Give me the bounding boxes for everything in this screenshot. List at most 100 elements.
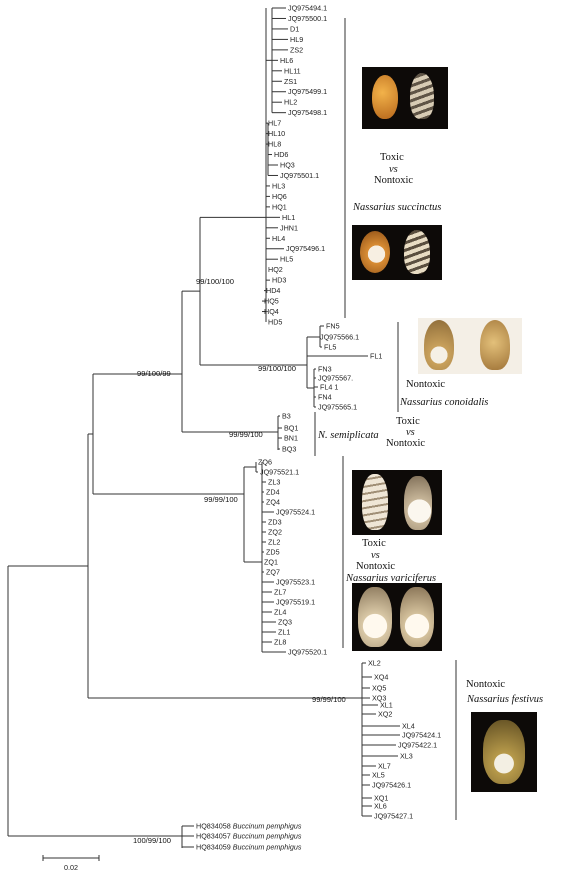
leaf-label: ZS2 <box>290 45 303 54</box>
outgroup-leaf-label: HQ834057 Buccinum pemphigus <box>196 832 302 841</box>
leaf-label: ZL1 <box>278 628 290 637</box>
leaf-label: ZQ7 <box>266 568 280 577</box>
leaf-label: BQ1 <box>284 424 298 433</box>
variciferus-shell-dorsal-icon <box>362 474 388 530</box>
leaf-label: HL10 <box>268 129 285 138</box>
variciferus-species: Nassarius variciferus <box>345 573 436 584</box>
variciferus-label-toxic: Toxic <box>362 538 386 549</box>
leaf-label: JQ975565.1 <box>318 403 357 412</box>
leaf-label: HD3 <box>272 276 286 285</box>
leaf-label: ZL3 <box>268 478 280 487</box>
bootstrap-variciferus: 99/99/100 <box>204 495 238 504</box>
leaf-label: XL2 <box>368 659 381 668</box>
leaf-label: BN1 <box>284 434 298 443</box>
outgroup-species-name: Buccinum pemphigus <box>233 832 302 841</box>
leaf-label: JQ975426.1 <box>372 781 411 790</box>
banded-shell-icon <box>410 73 434 119</box>
orange-shell-icon <box>372 75 398 119</box>
leaf-label: JQ975524.1 <box>276 508 315 517</box>
leaf-label: JQ975521.1 <box>260 468 299 477</box>
leaf-label: XL1 <box>380 701 393 710</box>
bootstrap-ingroup: 99/100/99 <box>137 369 171 378</box>
variciferus-label-vs: vs <box>371 550 380 561</box>
leaf-label: HQ5 <box>264 297 279 306</box>
bootstrap-succinctus: 99/100/100 <box>196 277 234 286</box>
leaf-label: FL5 <box>324 343 336 352</box>
leaf-label: JQ975498.1 <box>288 108 327 117</box>
leaf-label: XQ2 <box>378 710 392 719</box>
variciferus-large-shell-2-icon <box>400 587 434 647</box>
leaf-label: ZQ2 <box>268 528 282 537</box>
leaf-label: B3 <box>282 412 291 421</box>
bootstrap-festivus: 99/99/100 <box>312 695 346 704</box>
leaf-label: HD4 <box>266 286 280 295</box>
leaf-label: JQ975422.1 <box>398 741 437 750</box>
semiplicata-label-toxic: Toxic <box>396 416 420 427</box>
leaf-label: HL8 <box>268 140 281 149</box>
bootstrap-semiplicata: 99/99/100 <box>229 430 263 439</box>
leaf-label: XQ4 <box>374 673 388 682</box>
outgroup-leaf-label: HQ834059 Buccinum pemphigus <box>196 843 302 852</box>
leaf-label: XL7 <box>378 762 391 771</box>
leaf-label: XQ3 <box>372 694 386 703</box>
leaf-label: ZL4 <box>274 608 286 617</box>
leaf-label: ZQ6 <box>258 458 272 467</box>
festivus-species: Nassarius festivus <box>466 694 543 705</box>
leaf-label: FN5 <box>326 322 340 331</box>
leaf-label: ZD5 <box>266 548 280 557</box>
banded-shell-aperture-icon <box>404 230 430 274</box>
leaf-label: ZL8 <box>274 638 286 647</box>
conoidalis-species: Nassarius conoidalis <box>399 397 488 408</box>
bootstrap-conoidalis: 99/100/100 <box>258 364 296 373</box>
festivus-label-nontoxic: Nontoxic <box>466 679 505 690</box>
outgroup-accession: HQ834058 <box>196 822 233 831</box>
leaf-label: HQ2 <box>268 265 283 274</box>
leaf-label: HL11 <box>284 66 301 75</box>
semiplicata-species: N. semiplicata <box>317 430 379 441</box>
variciferus-shell-aperture-icon <box>404 476 432 530</box>
leaf-label: BQ3 <box>282 445 296 454</box>
leaf-label: JQ975520.1 <box>288 648 327 657</box>
semiplicata-label-vs: vs <box>406 427 415 438</box>
conoidalis-photo <box>418 318 522 374</box>
leaf-label: ZQ4 <box>266 498 280 507</box>
leaf-label: XQ5 <box>372 684 386 693</box>
leaf-label: HL5 <box>280 255 293 264</box>
conoidalis-shell-dorsal-icon <box>480 320 510 370</box>
leaf-label: HL4 <box>272 234 285 243</box>
festivus-photo <box>471 712 537 792</box>
leaf-label: FL1 <box>370 352 382 361</box>
leaf-label: XL6 <box>374 802 387 811</box>
succinctus-label-vs: vs <box>389 164 398 175</box>
outgroup-species-name: Buccinum pemphigus <box>233 822 302 831</box>
leaf-label: HQ3 <box>280 161 295 170</box>
conoidalis-shell-aperture-icon <box>424 320 454 370</box>
festivus-shell-icon <box>483 720 525 784</box>
leaf-label: JQ975567. <box>318 374 353 383</box>
leaf-label: XQ1 <box>374 794 388 803</box>
leaf-label: JQ975519.1 <box>276 598 315 607</box>
leaf-label: HQ4 <box>264 307 279 316</box>
leaf-label: ZD3 <box>268 518 282 527</box>
leaf-label: HD5 <box>268 318 282 327</box>
leaf-label: XL4 <box>402 722 415 731</box>
leaf-label: JQ975496.1 <box>286 244 325 253</box>
semiplicata-label-nontoxic: Nontoxic <box>386 438 425 449</box>
leaf-label: ZQ3 <box>278 618 292 627</box>
leaf-label: XL3 <box>400 752 413 761</box>
leaf-label: JQ975499.1 <box>288 87 327 96</box>
leaf-label: JQ975500.1 <box>288 14 327 23</box>
leaf-label: XL5 <box>372 771 385 780</box>
leaf-label: HL1 <box>282 213 295 222</box>
variciferus-bottom-photo <box>352 583 442 651</box>
variciferus-large-shell-1-icon <box>358 587 392 647</box>
leaf-label: ZQ1 <box>264 558 278 567</box>
leaf-label: HL6 <box>280 56 293 65</box>
leaf-label: D1 <box>290 24 299 33</box>
orange-shell-aperture-icon <box>360 231 390 273</box>
leaf-label: ZL2 <box>268 538 280 547</box>
leaf-label: ZS1 <box>284 77 297 86</box>
leaf-label: HD6 <box>274 150 288 159</box>
leaf-label: HL2 <box>284 98 297 107</box>
